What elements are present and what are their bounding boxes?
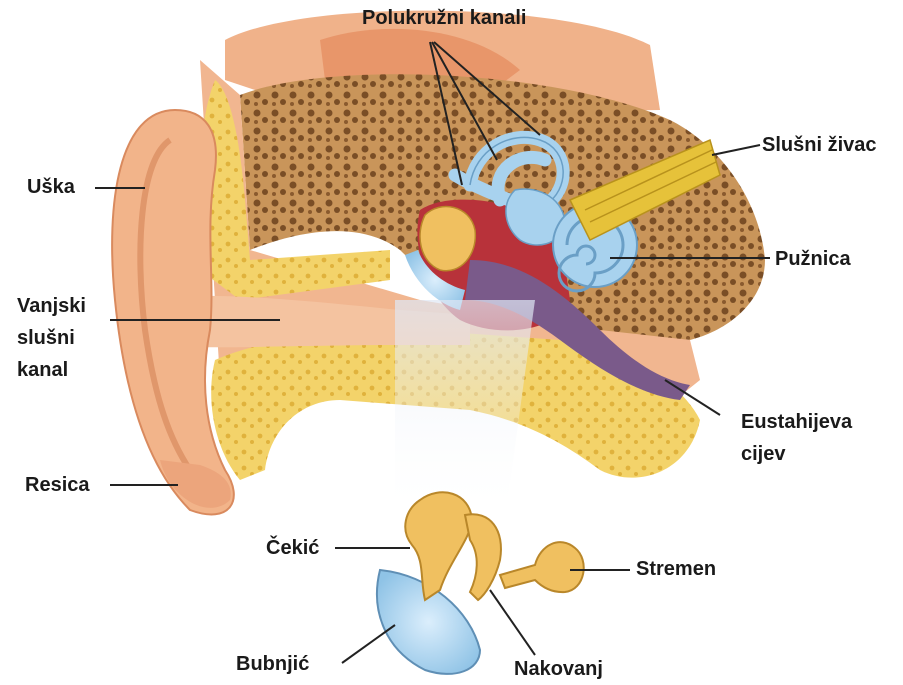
label-slusni-zivac: Slušni živac xyxy=(762,131,877,159)
label-puznica: Pužnica xyxy=(775,245,851,273)
magnifier-beam xyxy=(395,300,535,520)
label-polukruzni-kanali: Polukružni kanali xyxy=(362,4,526,32)
magnified-stapes xyxy=(500,542,584,592)
label-vanjski-line2: slušni xyxy=(17,324,75,352)
label-cekic: Čekić xyxy=(266,534,319,562)
label-nakovanj: Nakovanj xyxy=(514,655,603,683)
label-resica: Resica xyxy=(25,471,90,499)
magnified-incus xyxy=(465,514,501,600)
label-eustahijeva-line2: cijev xyxy=(741,440,785,468)
label-uska: Uška xyxy=(27,173,75,201)
label-bubnjic: Bubnjić xyxy=(236,650,309,678)
label-vanjski-line3: kanal xyxy=(17,356,68,384)
magnified-ossicles xyxy=(377,492,584,674)
label-stremen: Stremen xyxy=(636,555,716,583)
ossicles-in-situ xyxy=(420,207,475,271)
label-vanjski-line1: Vanjski xyxy=(17,292,86,320)
label-eustahijeva-line1: Eustahijeva xyxy=(741,408,852,436)
